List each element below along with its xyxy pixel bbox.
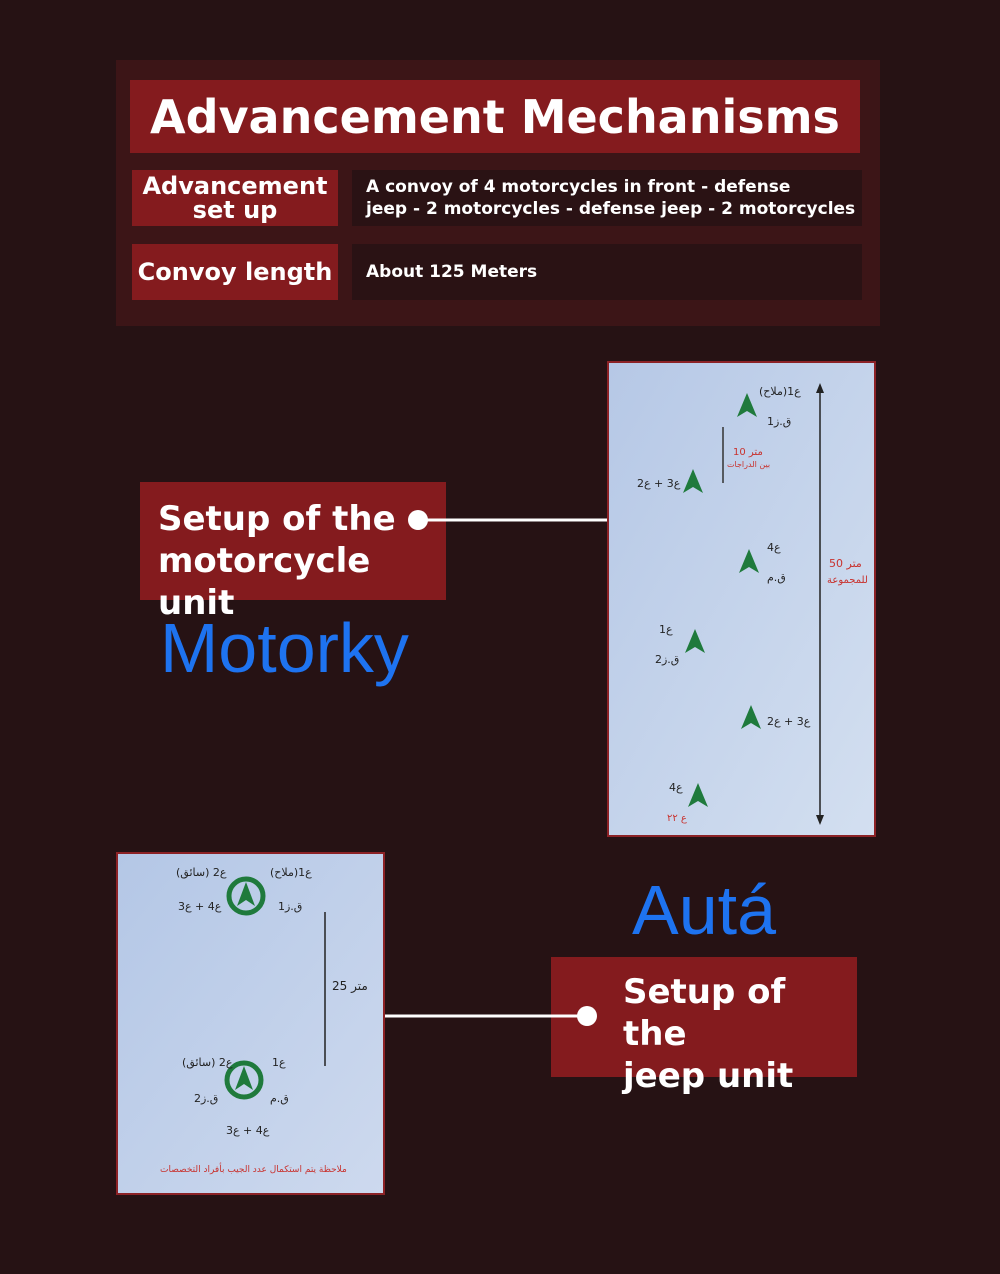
moto-total-value: 50 متر bbox=[829, 557, 862, 570]
jeep-diagram: ع2 (سائق) ع4 + ع3 ع1(ملاح) ق.ز1 25 متر ع… bbox=[116, 852, 385, 1195]
jeep-arrow bbox=[350, 1003, 597, 1029]
moto-unit4-top: ع1 bbox=[659, 623, 673, 636]
jeep1-right-bottom: ق.ز1 bbox=[278, 900, 302, 913]
moto-total-note: للمجموعة bbox=[827, 575, 868, 586]
auta-label: Autá bbox=[632, 871, 776, 949]
jeep-callout-line2: jeep unit bbox=[623, 1056, 794, 1096]
motorcycle-markers bbox=[683, 393, 761, 807]
setup-value-line2: jeep - 2 motorcycles - defense jeep - 2 … bbox=[366, 199, 856, 219]
jeep-callout: Setup of the jeep unit bbox=[551, 957, 857, 1096]
moto-unit5: ع3 + ع2 bbox=[767, 715, 811, 728]
moto-unit3-bottom: ق.م bbox=[767, 571, 786, 584]
setup-label-line2: set up bbox=[192, 196, 278, 224]
motorcycle-callout-line2: motorcycle unit bbox=[158, 541, 371, 623]
setup-value-line1: A convoy of 4 motorcycles in front - def… bbox=[366, 177, 791, 197]
jeep2-left-top: ع2 (سائق) bbox=[182, 1056, 233, 1070]
jeep2-right-bottom: ق.م bbox=[270, 1092, 289, 1105]
motorcycle-callout-line1: Setup of the bbox=[158, 499, 396, 539]
jeep-marker-2 bbox=[224, 1060, 264, 1100]
moto-unit6-bottom: ع ٢٢ bbox=[667, 813, 687, 824]
jeep-diagram-graphic: ع2 (سائق) ع4 + ع3 ع1(ملاح) ق.ز1 25 متر ع… bbox=[118, 854, 383, 1193]
motorcycle-callout: Setup of the motorcycle unit bbox=[140, 482, 446, 623]
moto-unit6-top: ع4 bbox=[669, 781, 683, 794]
setup-label-line1: Advancement bbox=[142, 172, 328, 200]
jeep1-left-bottom: ع4 + ع3 bbox=[178, 900, 222, 913]
moto-spacing-value: 10 متر bbox=[733, 447, 763, 458]
moto-marker-6 bbox=[688, 783, 708, 807]
convoy-length-label: Convoy length bbox=[132, 244, 338, 300]
setup-value: A convoy of 4 motorcycles in front - def… bbox=[352, 170, 862, 226]
moto-unit1-top: ع1(ملاح) bbox=[759, 385, 801, 398]
moto-marker-5 bbox=[741, 705, 761, 729]
moto-marker-3 bbox=[739, 549, 759, 573]
jeep1-right-top: ع1(ملاح) bbox=[270, 866, 312, 879]
convoy-length-value: About 125 Meters bbox=[352, 244, 862, 300]
moto-marker-1 bbox=[737, 393, 757, 417]
moto-marker-4 bbox=[685, 629, 705, 653]
motorcycle-diagram: ع1(ملاح) ق.ز1 ع3 + ع2 ع4 ق.م ع1 ق.ز2 ع3 … bbox=[607, 361, 876, 837]
jeep-note: ملاحظة يتم استكمال عدد الجيب بأفراد التخ… bbox=[160, 1162, 347, 1175]
jeep2-left-bottom: ق.ز2 bbox=[194, 1092, 218, 1105]
moto-marker-2 bbox=[683, 469, 703, 493]
jeep2-right-top: ع1 bbox=[272, 1056, 286, 1069]
setup-label: Advancement set up bbox=[132, 170, 338, 226]
moto-spacing-note: بين الدراجات bbox=[727, 460, 770, 469]
jeep2-bottom: ع4 + ع3 bbox=[226, 1124, 270, 1137]
jeep-callout-line1: Setup of the bbox=[623, 972, 786, 1054]
moto-unit4-bottom: ق.ز2 bbox=[655, 653, 679, 666]
jeep-marker-1 bbox=[226, 876, 266, 916]
moto-unit2: ع3 + ع2 bbox=[637, 477, 681, 490]
motorky-label: Motorky bbox=[160, 609, 409, 687]
moto-unit1-bottom: ق.ز1 bbox=[767, 415, 791, 428]
moto-unit3-top: ع4 bbox=[767, 541, 781, 554]
page-title: Advancement Mechanisms bbox=[130, 80, 860, 153]
jeep-spacing: 25 متر bbox=[332, 979, 368, 994]
jeep1-left-top: ع2 (سائق) bbox=[176, 866, 227, 880]
motorcycle-diagram-graphic: ع1(ملاح) ق.ز1 ع3 + ع2 ع4 ق.م ع1 ق.ز2 ع3 … bbox=[609, 363, 874, 835]
